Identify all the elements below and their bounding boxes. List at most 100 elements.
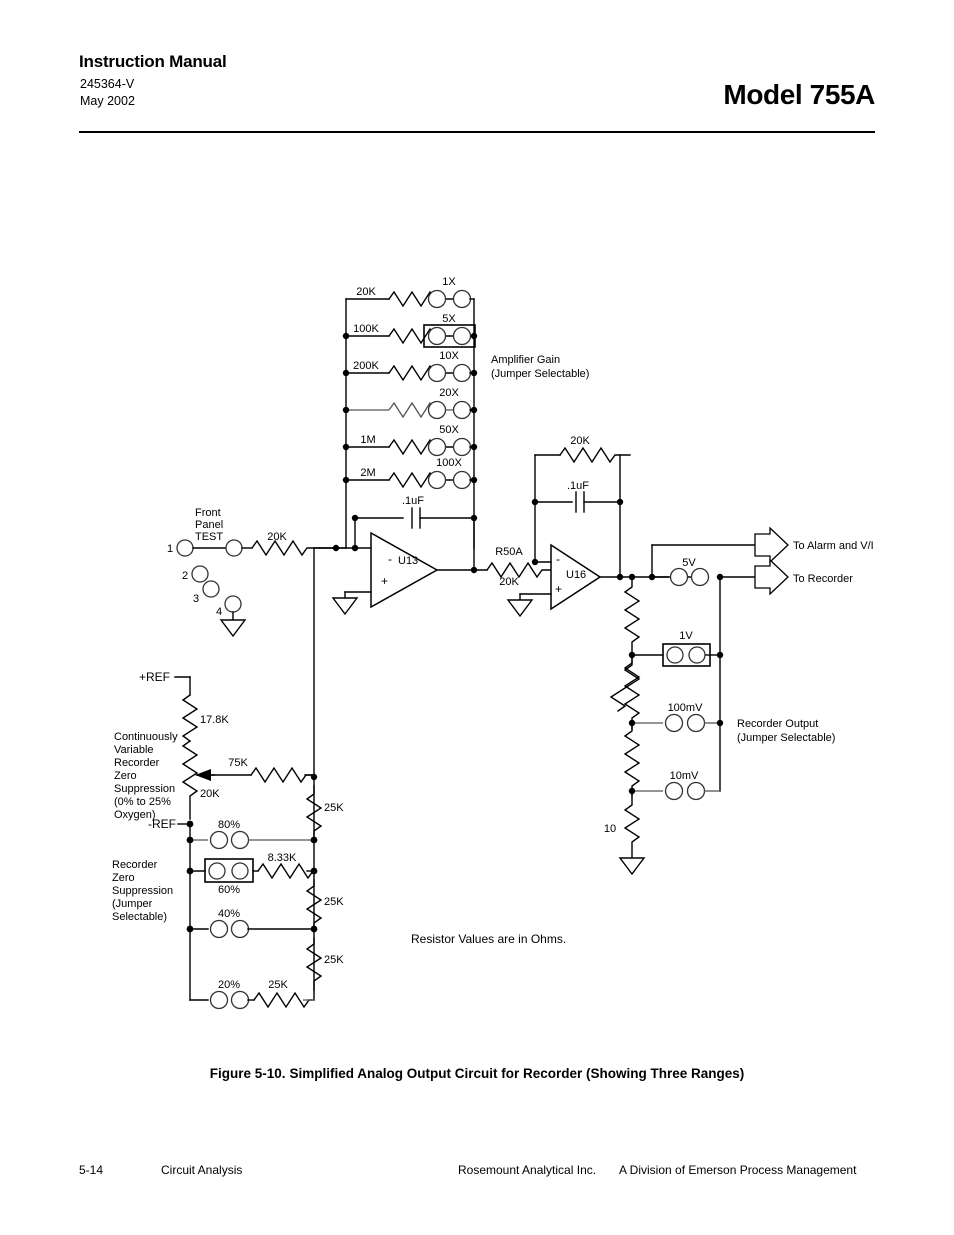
junction-dot [342, 332, 350, 340]
recorder-output-sublabel: (Jumper Selectable) [737, 732, 835, 744]
u13-minus-input-label: - [388, 552, 392, 566]
recorder-jumper-pad-left[interactable] [669, 567, 689, 587]
junction-dot [186, 867, 194, 875]
resistor-values-note: Resistor Values are in Ohms. [411, 932, 566, 946]
zs-jumper-pad-left[interactable] [209, 919, 229, 939]
junction-dot [470, 332, 478, 340]
recorder-jumper-pad-left[interactable] [664, 713, 684, 733]
recorder-jumper-pad-right[interactable] [690, 567, 710, 587]
page-header: Instruction Manual 245364-V May 2002 Mod… [79, 52, 875, 133]
output-label-recorder: To Recorder [793, 573, 853, 585]
pot-value-label: 20K [200, 788, 220, 800]
output-to-alarm: To Alarm and V/I [651, 526, 874, 578]
gain-jumper-pad-right[interactable] [452, 437, 472, 457]
gain-jumper-pad-left[interactable] [427, 326, 447, 346]
zs-label-3: Suppression [112, 885, 173, 897]
recorder-output-label: Recorder Output [737, 718, 818, 730]
gain-jumper-pad-left[interactable] [427, 289, 447, 309]
u16-cap-label: .1uF [567, 480, 589, 492]
amplifier-gain-network: 20K 1X 100K 5X 200K [342, 276, 589, 549]
front-panel-pin-4[interactable] [224, 595, 242, 613]
r50a-resistor: R50A 20K [486, 546, 557, 588]
gain-label: 10X [439, 350, 459, 362]
output-label-alarm: To Alarm and V/I [793, 540, 874, 552]
junction-dot [186, 925, 194, 933]
gain-jumper-pad-left[interactable] [427, 470, 447, 490]
u13-refdes: U13 [398, 555, 418, 567]
ground-symbol [219, 619, 247, 638]
front-panel-jack[interactable] [225, 539, 243, 557]
page-number: 5-14 [79, 1163, 104, 1177]
recorder-terminating-resistor: 10 [604, 790, 646, 876]
gain-row-1x: 20K 1X [345, 276, 475, 309]
output-to-recorder: To Recorder [719, 558, 853, 596]
footer-section: Circuit Analysis [161, 1163, 243, 1177]
signal-flag-icon [754, 526, 789, 564]
zs-label-5: Selectable) [112, 911, 167, 923]
front-panel-label-3: TEST [195, 531, 223, 543]
recorder-jumper-pad-right[interactable] [686, 781, 706, 801]
zs-tap-40: 40% [186, 908, 318, 939]
junction-dot [342, 476, 350, 484]
zs-tap-label: 60% [218, 884, 240, 896]
junction-dot [628, 719, 636, 727]
gain-jumper-pad-right[interactable] [452, 326, 472, 346]
junction-dot [531, 558, 539, 566]
front-panel-pin-label: 4 [216, 606, 222, 618]
ground-symbol [331, 597, 359, 616]
u16-plus-input-label: + [555, 582, 562, 596]
gain-jumper-pad-right[interactable] [452, 470, 472, 490]
ladder-resistor-label: 25K [324, 896, 344, 908]
gain-row-5x: 100K 5X [342, 313, 478, 348]
page-footer: 5-14 Circuit Analysis Rosemount Analytic… [79, 1163, 875, 1181]
u13-opamp: - + U13 [331, 517, 488, 616]
continuous-zero-suppression: +REF 17.8K 20K 75K -REF Continuously Var… [114, 670, 318, 831]
front-panel-pin-3[interactable] [202, 580, 220, 598]
junction-dot [716, 651, 724, 659]
junction-dot [342, 369, 350, 377]
recorder-jumper-pad-right[interactable] [688, 646, 706, 664]
front-panel-label-1: Front [195, 507, 221, 519]
junction-dot [470, 369, 478, 377]
gain-jumper-pad-left[interactable] [427, 400, 447, 420]
gain-jumper-pad-right[interactable] [452, 289, 472, 309]
gain-jumper-pad-right[interactable] [452, 363, 472, 383]
gain-jumper-pad-right[interactable] [452, 400, 472, 420]
pot-wiper-icon[interactable] [195, 769, 211, 781]
gain-resistor-label: 20K [356, 286, 376, 298]
gain-jumper-pad-left[interactable] [427, 437, 447, 457]
zs-jumper-pad-right[interactable] [231, 862, 249, 880]
zs-ladder-resistors: 25K 25K 25K [305, 785, 344, 991]
header-divider [79, 131, 875, 133]
terminating-resistor-label: 10 [604, 823, 616, 835]
footer-division: A Division of Emerson Process Management [619, 1163, 857, 1177]
zs-jumper-pad-right[interactable] [230, 830, 250, 850]
zs-label-4: (Jumper [112, 898, 153, 910]
r50a-value: 20K [499, 576, 519, 588]
zs-jumper-pad-left[interactable] [209, 990, 229, 1010]
gain-jumper-pad-left[interactable] [427, 363, 447, 383]
front-panel-pin-label: 1 [167, 543, 173, 555]
ground-symbol [618, 857, 646, 876]
junction-dot [716, 573, 724, 581]
jumper-zero-suppression: 80% 8.33K 60% 40% [112, 776, 344, 1010]
recorder-jumper-pad-left[interactable] [666, 646, 684, 664]
front-panel-pin-2[interactable] [191, 565, 209, 583]
gain-row-10x: 200K 10X [342, 350, 478, 383]
recorder-tap-label: 100mV [668, 702, 704, 714]
recorder-jumper-pad-left[interactable] [664, 781, 684, 801]
front-panel-pin-1[interactable] [176, 539, 194, 557]
gain-label: 20X [439, 387, 459, 399]
zs-jumper-pad-left[interactable] [209, 830, 229, 850]
recorder-jumper-pad-right[interactable] [686, 713, 706, 733]
document-date: May 2002 [80, 94, 135, 108]
recorder-jumper-installed[interactable] [662, 643, 711, 667]
zs-jumper-pad-right[interactable] [230, 919, 250, 939]
zs-jumper-pad-right[interactable] [230, 990, 250, 1010]
document-number: 245364-V [80, 77, 135, 91]
cont-zs-label-5: Suppression [114, 783, 175, 795]
cont-zs-label-4: Zero [114, 770, 137, 782]
zs-jumper-pad-left[interactable] [208, 862, 226, 880]
junction-dot [470, 443, 478, 451]
ground-symbol [506, 599, 534, 618]
